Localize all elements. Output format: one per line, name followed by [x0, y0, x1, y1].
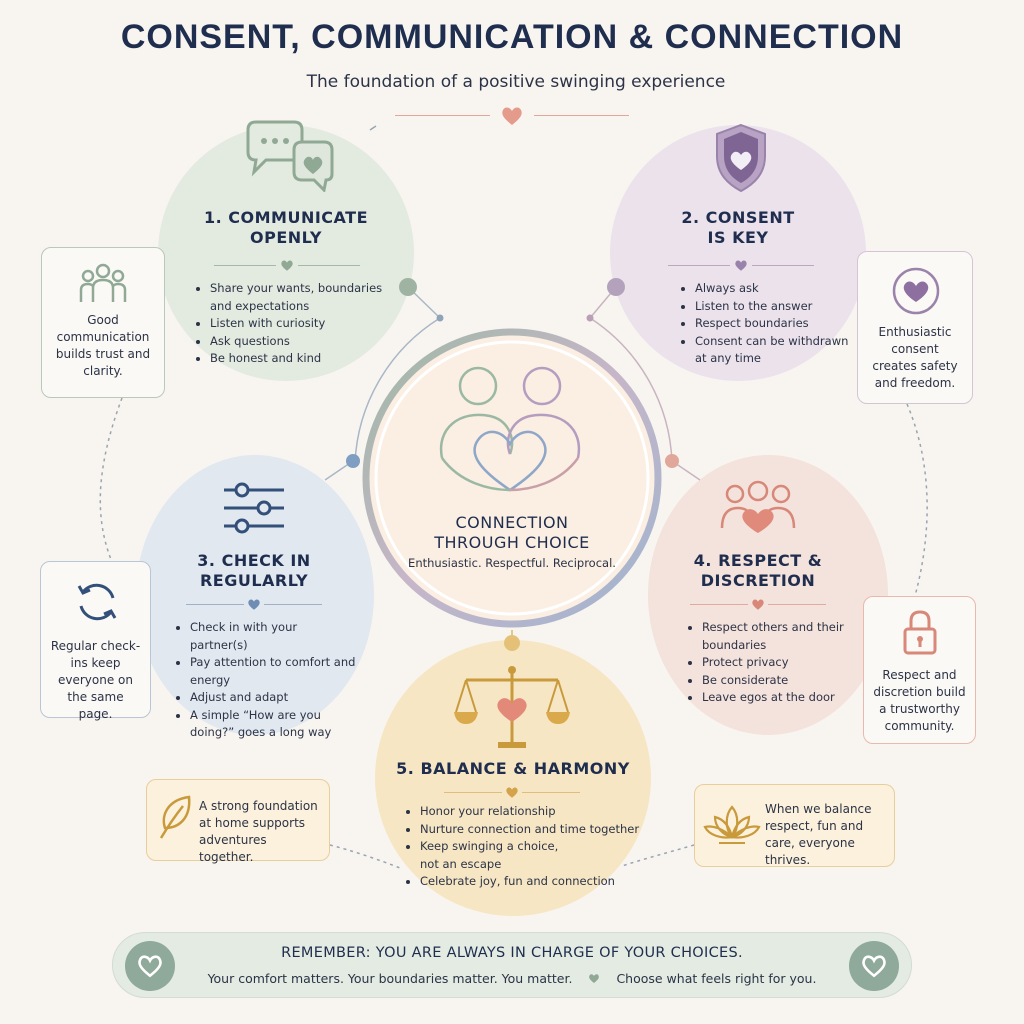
center-tagline: Enthusiastic. Respectful. Reciprocal.: [408, 556, 616, 570]
list-item: Keep swinging a choice, not an escape: [420, 838, 570, 873]
list-item: Nurture connection and time together: [420, 821, 646, 839]
people-icon: [79, 263, 127, 302]
section-2-title: 2. CONSENT IS KEY: [681, 208, 795, 247]
reminder-title: REMEMBER: YOU ARE ALWAYS IN CHARGE OF YO…: [281, 945, 743, 961]
list-item: A simple “How are you doing?” goes a lon…: [190, 707, 358, 742]
side-note-text: A strong foundation at home supports adv…: [199, 799, 318, 864]
lock-icon: [903, 610, 937, 655]
reminder-note: Your comfort matters. Your boundaries ma…: [113, 971, 911, 986]
center-title-line2: THROUGH CHOICE: [434, 533, 590, 552]
heart-icon: [752, 599, 764, 610]
list-item: Listen to the answer: [695, 298, 855, 316]
scales-heart-icon: [454, 666, 570, 748]
checkin-circle: [136, 455, 374, 735]
section-5-list: Honor your relationship Nurture connecti…: [406, 803, 646, 891]
section-1-title: 1. COMMUNICATE OPENLY: [203, 208, 369, 247]
reminder-note-left: Your comfort matters. Your boundaries ma…: [207, 971, 573, 986]
leaf-icon: [159, 795, 191, 839]
heart-icon: [862, 955, 886, 978]
list-item: Listen with curiosity: [210, 315, 394, 333]
title-divider-left: [395, 115, 490, 116]
title-divider-right: [534, 115, 629, 116]
shield-heart-icon: [716, 123, 766, 193]
list-item: Pay attention to comfort and energy: [190, 654, 358, 689]
sliders-icon: [224, 482, 284, 534]
heart-icon: [589, 974, 600, 983]
page-subtitle: The foundation of a positive swinging ex…: [306, 72, 726, 92]
side-note-text: When we balance respect, fun and care, e…: [765, 802, 872, 867]
side-note-checkin: Regular check-ins keep everyone on the s…: [40, 561, 151, 721]
center-ring: [362, 328, 662, 628]
chat-bubbles-icon: [246, 120, 334, 192]
heart-icon: [138, 955, 162, 978]
side-note-text: Regular check-ins keep everyone on the s…: [50, 639, 141, 721]
section-3-list: Check in with your partner(s) Pay attent…: [176, 619, 358, 742]
list-item: Leave egos at the door: [702, 689, 852, 707]
list-item: Respect others and their boundaries: [702, 619, 852, 654]
list-item: Respect boundaries: [695, 315, 855, 333]
heart-circle-icon: [892, 267, 940, 315]
section-3-title: 3. CHECK IN REGULARLY: [197, 551, 311, 590]
section-3-divider-right: [264, 604, 322, 605]
section-4-divider-right: [768, 604, 826, 605]
heart-icon: [735, 260, 747, 271]
center-title: CONNECTION THROUGH CHOICE: [412, 513, 612, 553]
list-item: Honor your relationship: [420, 803, 646, 821]
side-note-thrives: When we balance respect, fun and care, e…: [694, 784, 895, 867]
section-1-divider-left: [214, 265, 276, 266]
list-item: Celebrate joy, fun and connection: [420, 873, 646, 891]
section-4-title: 4. RESPECT & DISCRETION: [693, 551, 823, 590]
list-item: Check in with your partner(s): [190, 619, 358, 654]
side-note-consent: Enthusiastic consent creates safety and …: [857, 251, 973, 404]
respect-circle: [648, 455, 888, 735]
center-title-line1: CONNECTION: [455, 513, 569, 532]
title-heart-icon: [502, 107, 522, 125]
section-3-divider-left: [186, 604, 244, 605]
section-5-divider-left: [444, 792, 502, 793]
section-2-divider-right: [752, 265, 814, 266]
list-item: Protect privacy: [702, 654, 852, 672]
banner-heart-right: [849, 941, 899, 991]
reminder-banner: REMEMBER: YOU ARE ALWAYS IN CHARGE OF YO…: [112, 932, 912, 998]
couple-heart-icon: [439, 366, 581, 492]
side-note-respect: Respect and discretion build a trustwort…: [863, 596, 976, 744]
banner-heart-left: [125, 941, 175, 991]
group-heart-icon: [720, 480, 796, 533]
side-note-text: Enthusiastic consent creates safety and …: [872, 325, 958, 390]
list-item: Consent can be withdrawn at any time: [695, 333, 855, 368]
communicate-circle: [158, 125, 414, 381]
heart-icon: [506, 787, 518, 798]
refresh-icon: [77, 583, 117, 621]
side-note-foundation: A strong foundation at home supports adv…: [146, 779, 330, 864]
side-note-communication: Good communication builds trust and clar…: [41, 247, 165, 398]
section-1-divider-right: [298, 265, 360, 266]
list-item: Always ask: [695, 280, 855, 298]
side-note-text: Respect and discretion build a trustwort…: [873, 668, 966, 733]
section-2-divider-left: [668, 265, 730, 266]
list-item: Be honest and kind: [210, 350, 394, 368]
section-5-divider-right: [522, 792, 580, 793]
page-title: CONSENT, COMMUNICATION & CONNECTION: [120, 18, 904, 56]
list-item: Be considerate: [702, 672, 852, 690]
heart-icon: [248, 599, 260, 610]
list-item: Ask questions: [210, 333, 394, 351]
list-item: Share your wants, boundaries and expecta…: [210, 280, 394, 315]
section-2-list: Always ask Listen to the answer Respect …: [681, 280, 855, 368]
lotus-icon: [703, 805, 761, 844]
section-4-divider-left: [690, 604, 748, 605]
heart-icon: [281, 260, 293, 271]
section-5-title: 5. BALANCE & HARMONY: [396, 759, 630, 778]
side-note-text: Good communication builds trust and clar…: [55, 313, 151, 378]
list-item: Adjust and adapt: [190, 689, 358, 707]
section-4-list: Respect others and their boundaries Prot…: [688, 619, 852, 707]
section-1-list: Share your wants, boundaries and expecta…: [196, 280, 394, 368]
reminder-note-right: Choose what feels right for you.: [616, 971, 817, 986]
